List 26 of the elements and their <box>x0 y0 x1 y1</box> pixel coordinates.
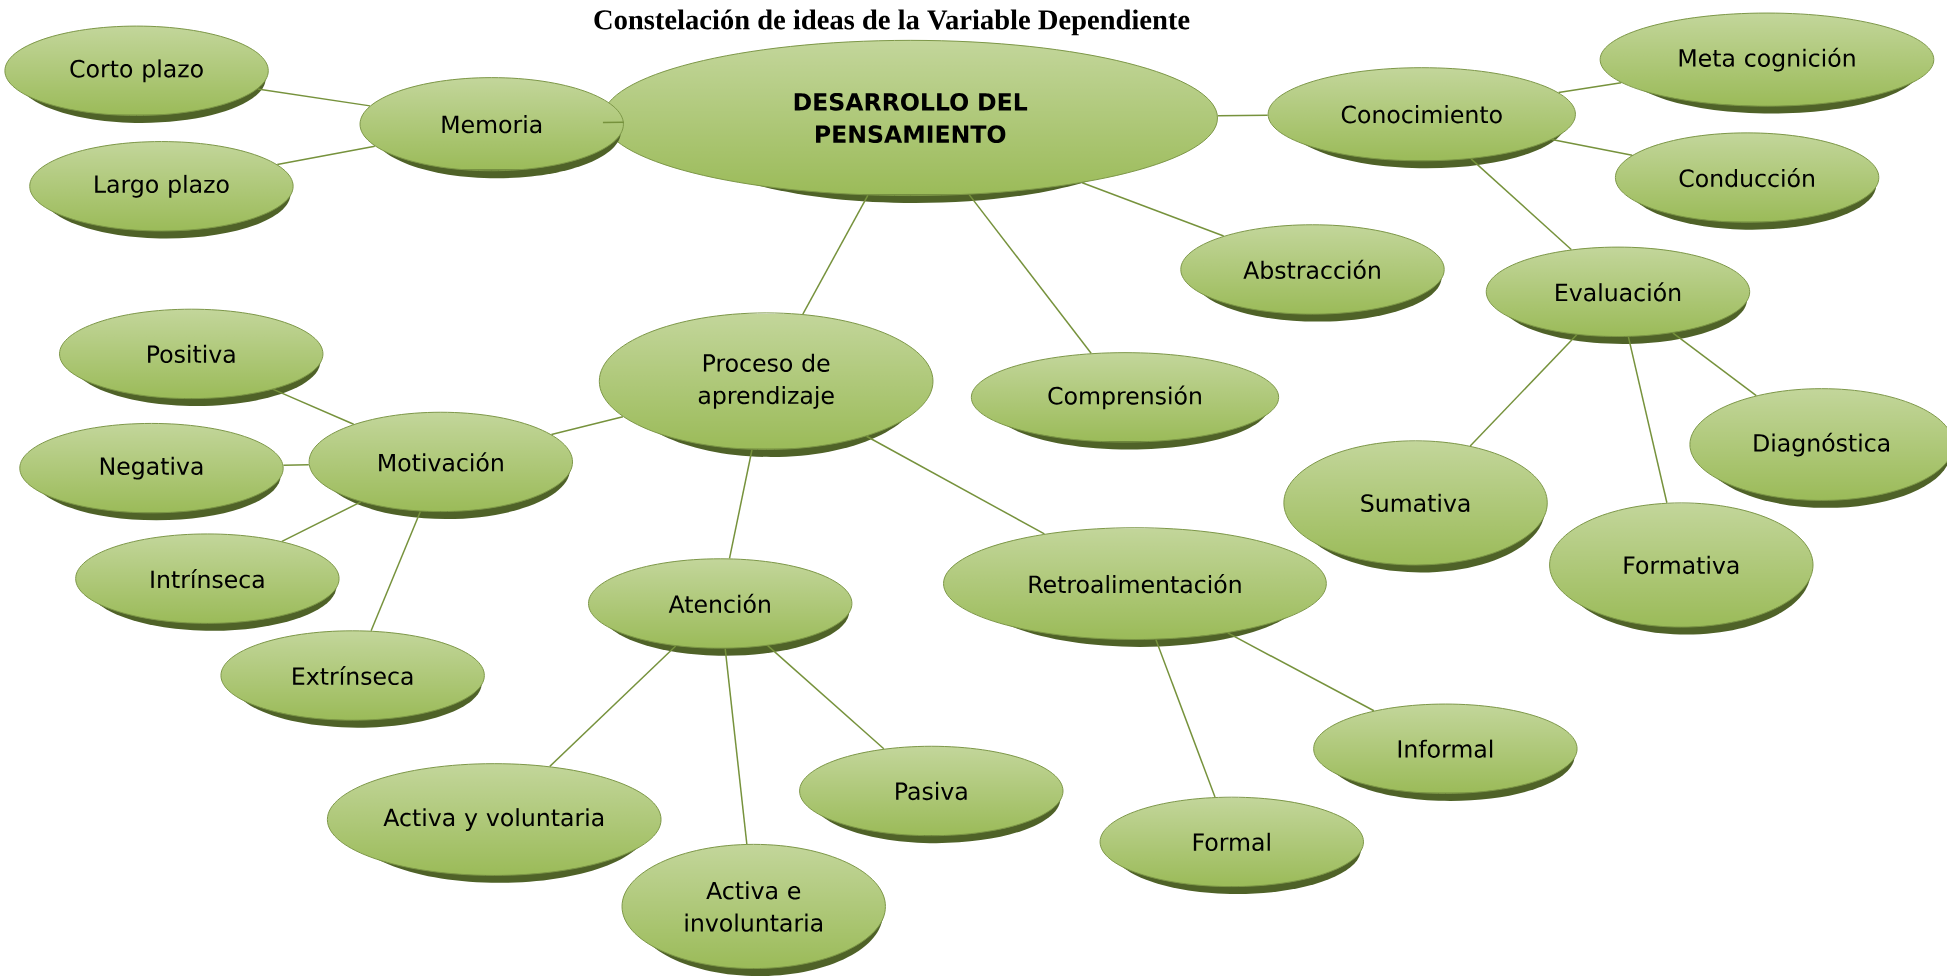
connector-line <box>550 415 624 435</box>
connector-line <box>1155 638 1216 798</box>
connector-line <box>1081 181 1225 237</box>
connector-line <box>370 510 422 632</box>
connector-line <box>256 88 371 107</box>
connector-line <box>281 500 362 542</box>
connector-line <box>802 194 869 315</box>
connector-line <box>276 145 376 165</box>
connector-line <box>724 647 748 845</box>
connector-line <box>1672 331 1757 397</box>
connector-line <box>282 463 310 466</box>
connector-line <box>272 388 355 425</box>
connector-line <box>1226 632 1375 712</box>
connector-line <box>766 644 885 750</box>
connector-line <box>1551 138 1633 156</box>
title: Constelación de ideas de la Variable Dependiente <box>594 9 1190 36</box>
connector-line <box>1469 333 1578 447</box>
connector-line <box>602 121 625 124</box>
connector-line <box>549 645 677 767</box>
connector-line <box>1217 114 1269 117</box>
connector-line <box>1557 81 1622 94</box>
connector-line <box>1470 157 1572 251</box>
connector-line <box>865 435 1046 535</box>
connector-line <box>968 193 1092 354</box>
connector-line <box>728 448 753 559</box>
connector-line <box>1627 335 1668 504</box>
